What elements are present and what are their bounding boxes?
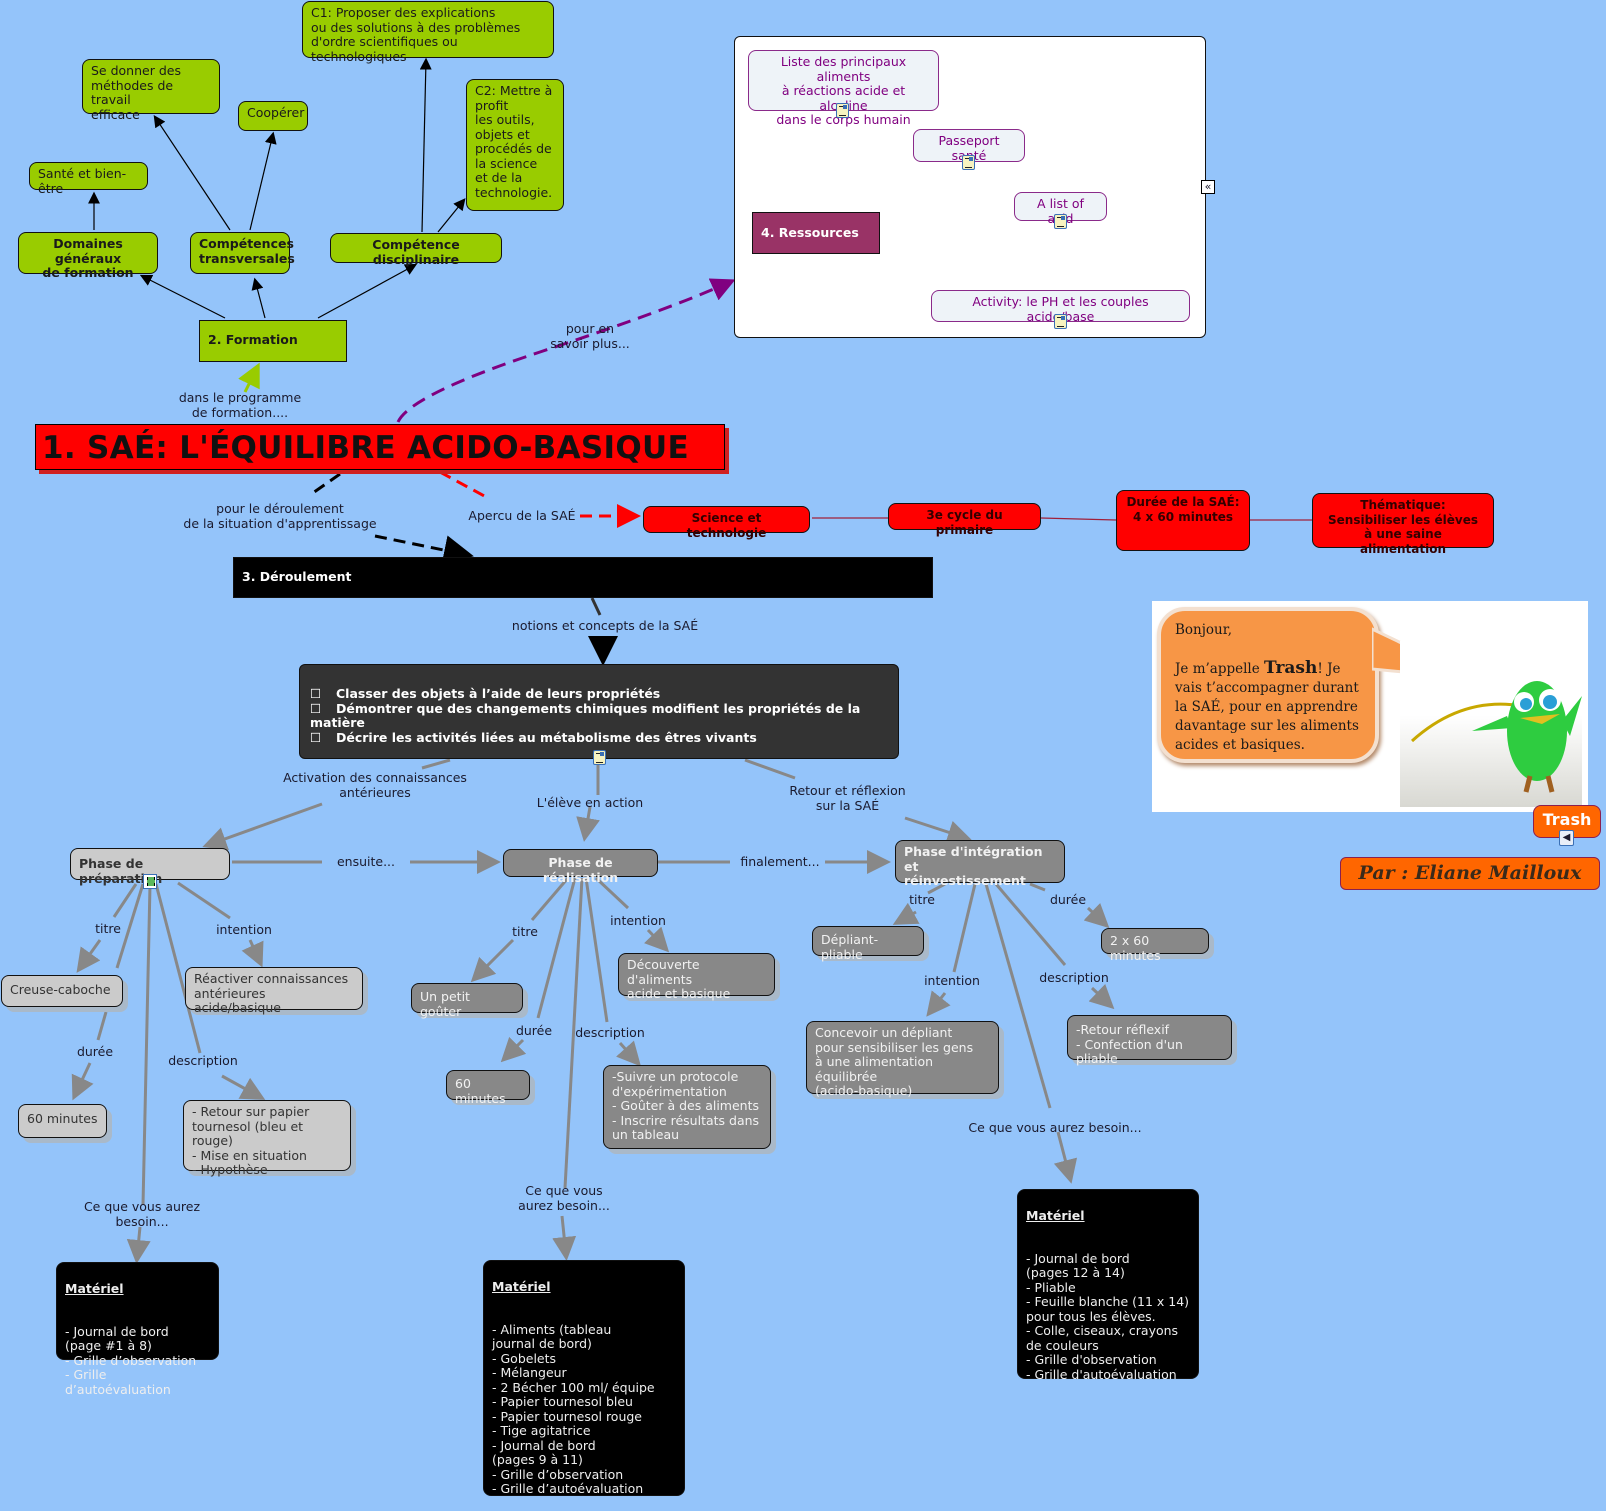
main-title[interactable]: 1. SAÉ: L'ÉQUILIBRE ACIDO-BASIQUE bbox=[35, 424, 725, 470]
intention-label: intention bbox=[610, 913, 666, 928]
greeting-text: Bonjour, bbox=[1175, 622, 1233, 638]
cooperer-node[interactable]: Coopérer bbox=[238, 101, 308, 131]
titre-label: titre bbox=[95, 921, 121, 936]
prep-materiel-node[interactable]: Matériel - Journal de bord (page #1 à 8)… bbox=[56, 1262, 219, 1396]
phase-integration-node[interactable]: Phase d'intégration et réinvestissement bbox=[895, 840, 1065, 888]
real-description-node[interactable]: -Suivre un protocole d'expérimentation -… bbox=[603, 1065, 771, 1149]
attachment-icon[interactable] bbox=[962, 155, 975, 170]
ensuite-label: ensuite... bbox=[336, 854, 396, 869]
speech-bubble: Bonjour, Je m’appelle Trash! Je vais t’a… bbox=[1157, 607, 1379, 763]
concept-item: ☐Décrire les activités liées au métaboli… bbox=[310, 729, 757, 745]
description-label: description bbox=[168, 1053, 238, 1068]
besoin-label: Ce que vous aurez besoin... bbox=[968, 1120, 1142, 1135]
concepts-link-label: notions et concepts de la SAÉ bbox=[511, 618, 699, 633]
besoin-label: Ce que vous aurez besoin... bbox=[518, 1183, 610, 1213]
materiel-list: - Journal de bord (page #1 à 8) - Grille… bbox=[65, 1323, 197, 1397]
prep-titre-node[interactable]: Creuse-caboche bbox=[1, 975, 123, 1007]
materiel-title: Matériel bbox=[492, 1278, 551, 1294]
branch-label-action: L'élève en action bbox=[536, 795, 644, 810]
apercu-link-label: Apercu de la SAÉ bbox=[468, 508, 576, 523]
attachment-icon[interactable] bbox=[593, 750, 606, 765]
apercu-duree[interactable]: Durée de la SAÉ: 4 x 60 minutes bbox=[1116, 490, 1250, 551]
concept-item: ☐Classer des objets à l’aide de leurs pr… bbox=[310, 686, 661, 701]
deroulement-link-label: pour le déroulement de la situation d'ap… bbox=[183, 501, 377, 531]
trash-button[interactable]: Trash bbox=[1533, 805, 1601, 838]
integ-materiel-node[interactable]: Matériel - Journal de bord (pages 12 à 1… bbox=[1017, 1189, 1199, 1381]
description-label: description bbox=[1039, 970, 1109, 985]
prep-description-node[interactable]: - Retour sur papier tournesol (bleu et r… bbox=[183, 1100, 351, 1177]
domaines-node[interactable]: Domaines généraux de formation bbox=[18, 232, 158, 280]
duree-label: durée bbox=[76, 1044, 114, 1059]
mascot-panel: Bonjour, Je m’appelle Trash! Je vais t’a… bbox=[1152, 601, 1588, 812]
attachment-icon[interactable] bbox=[1054, 314, 1067, 329]
sante-node[interactable]: Santé et bien-être bbox=[29, 162, 148, 195]
deroulement-node[interactable]: 3. Déroulement bbox=[233, 557, 933, 598]
transversales-node[interactable]: Compétences transversales bbox=[190, 232, 295, 274]
intention-label: intention bbox=[216, 922, 272, 937]
video-icon[interactable] bbox=[143, 874, 157, 889]
author-credit: Par : Eliane Mailloux bbox=[1340, 857, 1600, 890]
description-label: description bbox=[575, 1025, 645, 1040]
materiel-list: - Aliments (tableau journal de bord) - G… bbox=[492, 1321, 655, 1496]
integ-intention-node[interactable]: Concevoir un dépliant pour sensibiliser … bbox=[806, 1021, 999, 1098]
c1-competence-node[interactable]: C1: Proposer des explications ou des sol… bbox=[302, 1, 554, 63]
intention-label: intention bbox=[924, 973, 980, 988]
titre-label: titre bbox=[909, 892, 935, 907]
phase-realisation-node[interactable]: Phase de réalisation bbox=[503, 849, 658, 884]
real-intention-node[interactable]: Découverte d'aliments acide et basique bbox=[618, 953, 775, 1001]
real-titre-node[interactable]: Un petit goûter bbox=[411, 983, 523, 1018]
titre-label: titre bbox=[512, 924, 538, 939]
integ-duree-node[interactable]: 2 x 60 minutes bbox=[1101, 928, 1209, 962]
besoin-label: Ce que vous aurez besoin... bbox=[83, 1199, 201, 1229]
prep-intention-node[interactable]: Réactiver connaissances antérieures acid… bbox=[185, 967, 363, 1015]
integ-titre-node[interactable]: Dépliant-pliable bbox=[812, 926, 924, 961]
apercu-cycle[interactable]: 3e cycle du primaire bbox=[888, 503, 1041, 537]
resource-item-aliments[interactable]: Liste des principaux aliments à réaction… bbox=[748, 50, 939, 127]
concept-item: ☐Démontrer que des changements chimiques… bbox=[310, 700, 861, 730]
speaker-icon[interactable]: ◀ bbox=[1559, 830, 1574, 846]
disciplinaire-node[interactable]: Compétence disciplinaire bbox=[330, 233, 502, 266]
collapse-icon[interactable]: « bbox=[1201, 180, 1215, 194]
ressources-link-label: pour en savoir plus... bbox=[550, 321, 630, 351]
mascot-name: Trash bbox=[1264, 658, 1318, 678]
attachment-icon[interactable] bbox=[1054, 214, 1067, 229]
materiel-title: Matériel bbox=[65, 1280, 124, 1296]
c2-competence-node[interactable]: C2: Mettre à profit les outils, objets e… bbox=[466, 79, 564, 211]
duree-label: durée bbox=[515, 1023, 553, 1038]
materiel-list: - Journal de bord (pages 12 à 14) - Plia… bbox=[1026, 1250, 1190, 1382]
hummingbird-illustration bbox=[1410, 681, 1582, 793]
attachment-icon[interactable] bbox=[836, 103, 849, 118]
real-duree-node[interactable]: 60 minutes bbox=[446, 1070, 530, 1105]
finalement-label: finalement... bbox=[740, 854, 820, 869]
methodes-node[interactable]: Se donner des méthodes de travail effica… bbox=[82, 59, 220, 121]
formation-node[interactable]: 2. Formation bbox=[199, 320, 347, 362]
integ-description-node[interactable]: -Retour réflexif - Confection d'un pliab… bbox=[1067, 1015, 1232, 1066]
ressources-node[interactable]: 4. Ressources bbox=[752, 212, 880, 254]
real-materiel-node[interactable]: Matériel - Aliments (tableau journal de … bbox=[483, 1260, 685, 1496]
formation-link-label: dans le programme de formation.... bbox=[178, 390, 302, 420]
intro-text: Je m’appelle Trash! Je vais t’accompagne… bbox=[1175, 658, 1359, 754]
apercu-science[interactable]: Science et technologie bbox=[643, 506, 810, 540]
materiel-title: Matériel bbox=[1026, 1207, 1085, 1223]
concepts-node[interactable]: ☐Classer des objets à l’aide de leurs pr… bbox=[299, 664, 899, 759]
branch-label-retour: Retour et réflexion sur la SAÉ bbox=[789, 783, 906, 813]
prep-duree-node[interactable]: 60 minutes bbox=[18, 1104, 107, 1138]
branch-label-activation: Activation des connaissances antérieures bbox=[283, 770, 467, 800]
duree-label: durée bbox=[1049, 892, 1087, 907]
apercu-thematique[interactable]: Thématique: Sensibiliser les élèves à un… bbox=[1312, 493, 1494, 556]
